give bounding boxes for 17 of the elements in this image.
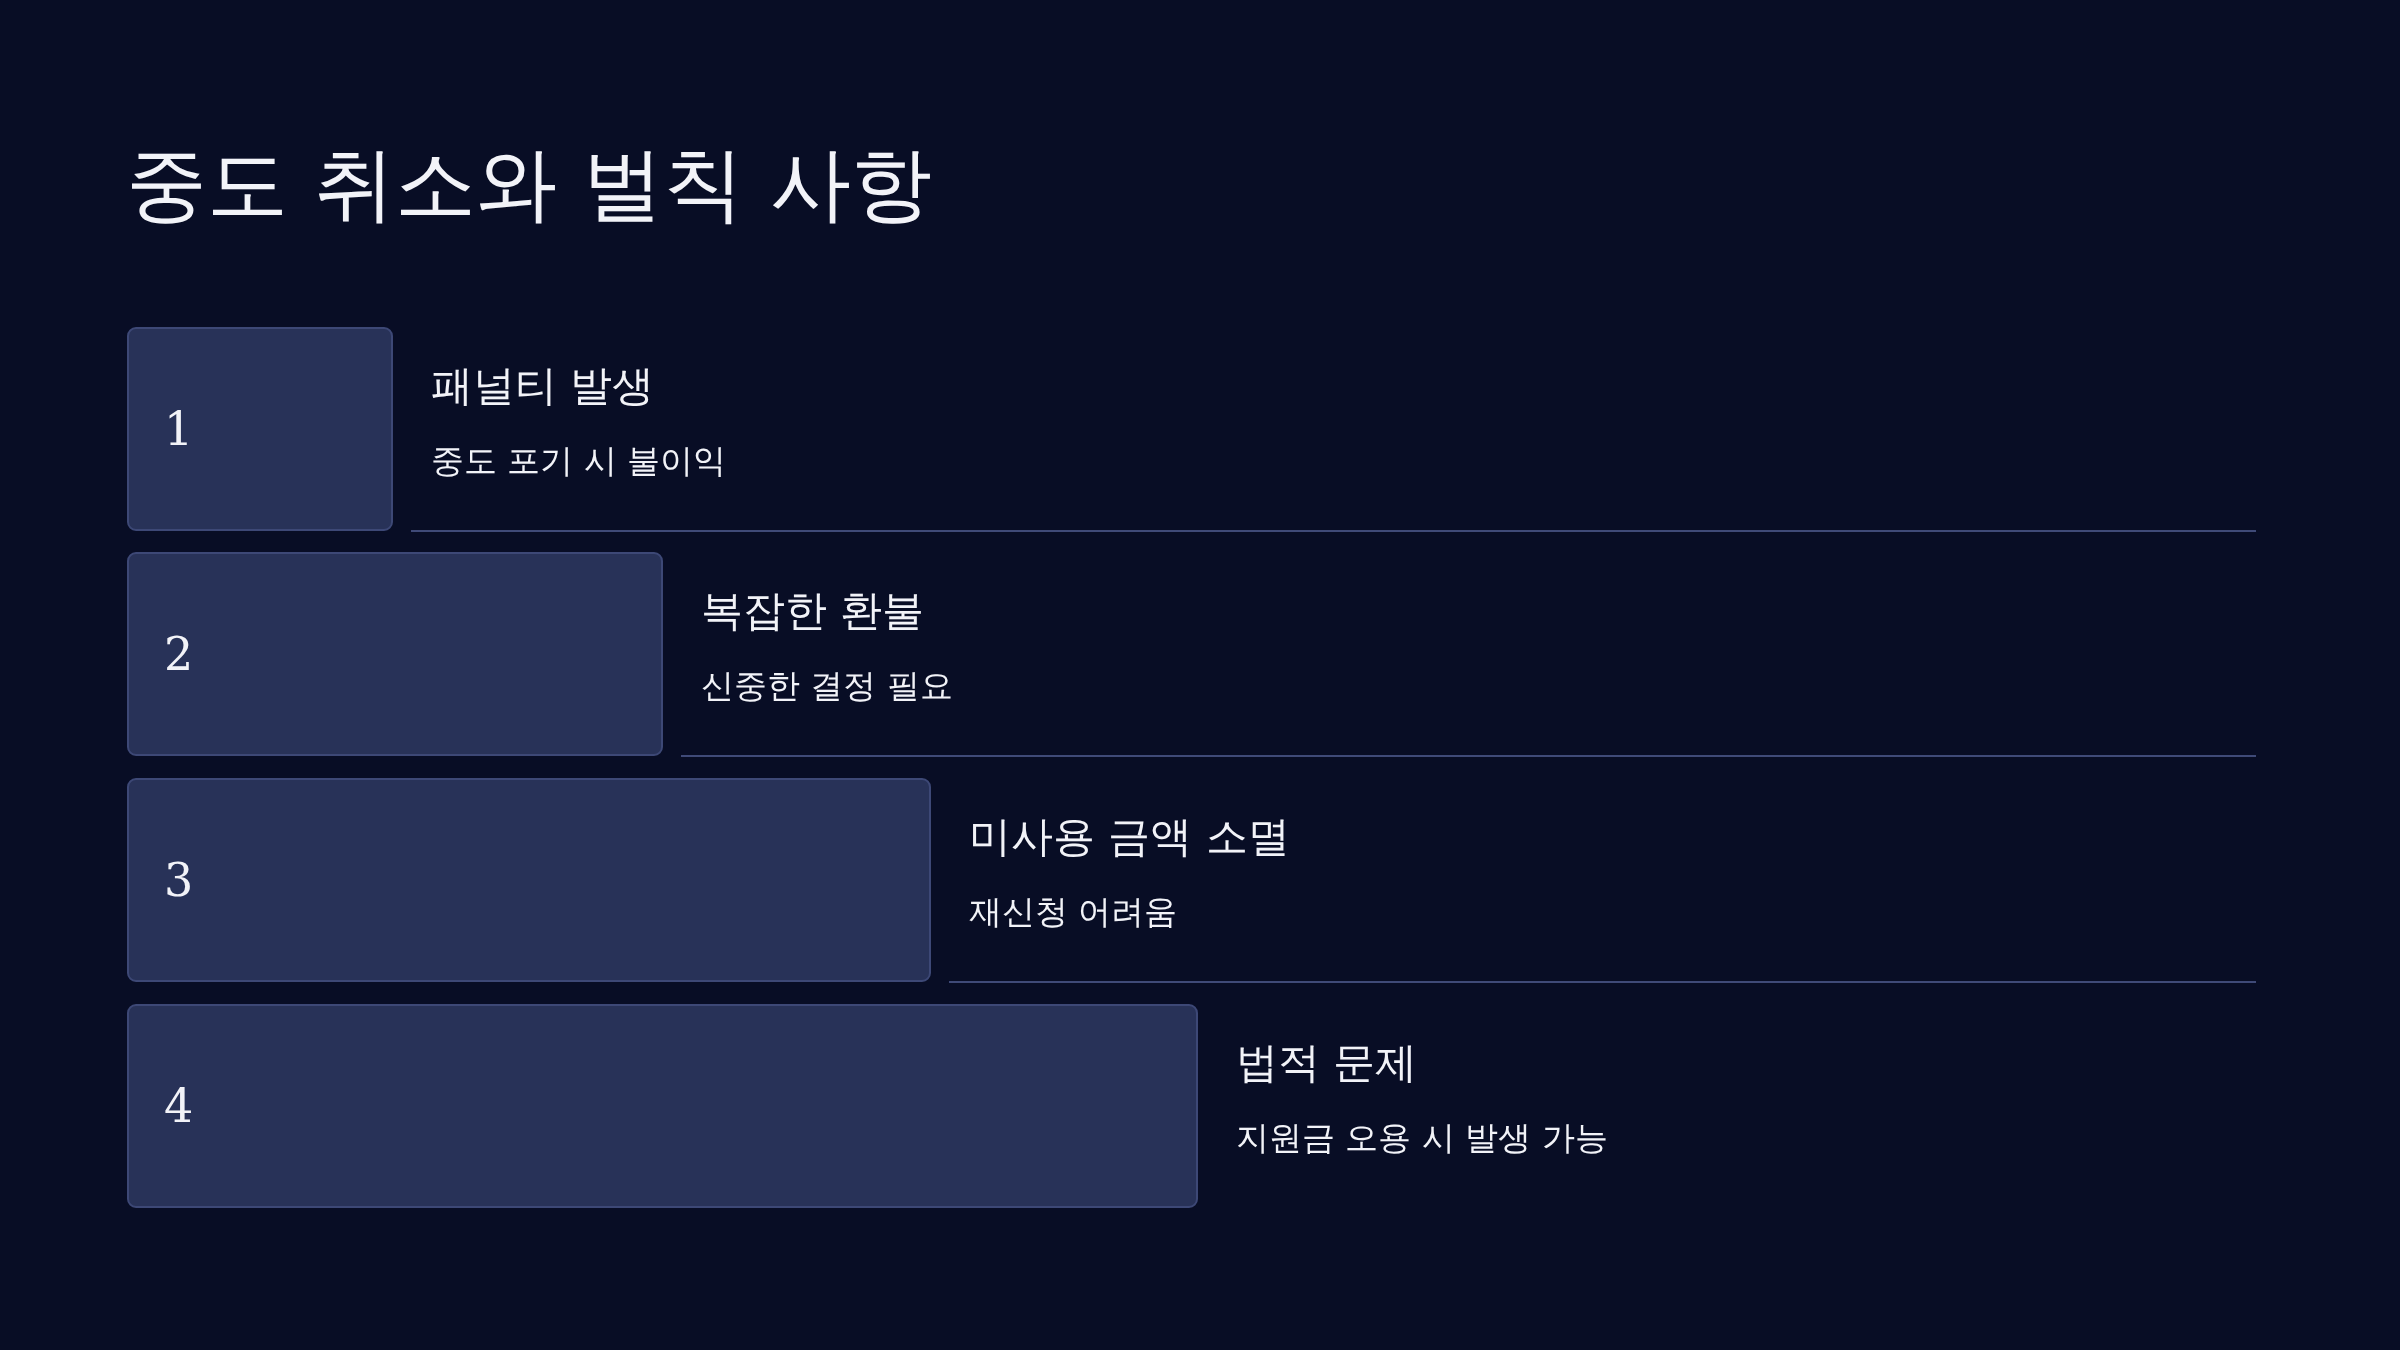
numbered-bar xyxy=(127,1004,1198,1208)
item-description: 재신청 어려움 xyxy=(969,892,1178,932)
numbered-bar xyxy=(127,327,393,531)
step-number: 1 xyxy=(164,406,194,452)
item-description: 중도 포기 시 불이익 xyxy=(431,441,727,481)
item-heading: 미사용 금액 소멸 xyxy=(969,812,1290,863)
item-description: 지원금 오용 시 발생 가능 xyxy=(1236,1118,1608,1158)
item-heading: 법적 문제 xyxy=(1236,1038,1418,1089)
numbered-bar xyxy=(127,552,663,756)
step-number: 3 xyxy=(164,857,194,903)
step-number: 4 xyxy=(164,1083,194,1129)
numbered-bar xyxy=(127,778,931,982)
slide-title: 중도 취소와 벌칙 사항 xyxy=(126,138,933,232)
step-number: 2 xyxy=(164,631,194,677)
item-heading: 패널티 발생 xyxy=(431,361,655,412)
item-heading: 복잡한 환불 xyxy=(701,586,925,637)
item-description: 신중한 결정 필요 xyxy=(701,666,953,706)
